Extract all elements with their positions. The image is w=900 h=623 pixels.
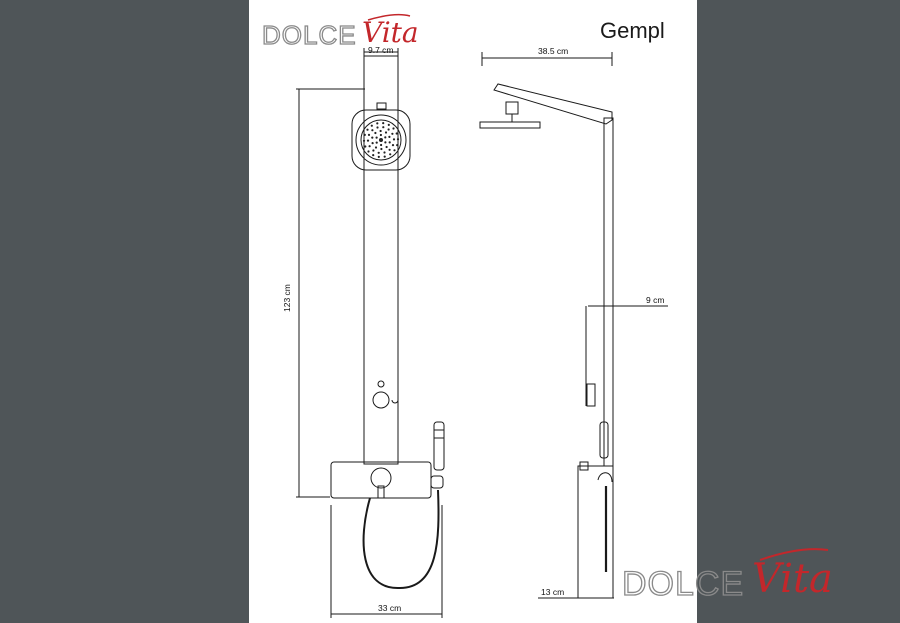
logo-bottom-dolce: DOLCE <box>622 565 744 603</box>
diverter-symbol <box>378 381 384 387</box>
nozzle-dot <box>363 133 366 136</box>
nozzle-dot <box>384 136 387 139</box>
nozzle-dot <box>368 145 371 148</box>
nozzle-dot <box>376 122 379 125</box>
logo-top-vita: Vita <box>362 16 419 49</box>
head-bracket <box>377 103 386 109</box>
nozzle-dot <box>371 129 374 132</box>
nozzle-dot <box>392 127 395 130</box>
nozzle-dot <box>379 129 382 133</box>
hand-shower-side <box>600 422 608 458</box>
diverter-knob <box>373 392 389 408</box>
nozzle-dot <box>388 148 391 151</box>
head-joint <box>506 102 518 114</box>
label-base-depth: 13 cm <box>541 587 564 597</box>
nozzle-dot <box>396 144 399 147</box>
nozzle-dot <box>388 141 391 144</box>
nozzle-dot <box>367 150 370 153</box>
nozzle-dot <box>391 132 394 135</box>
nozzle-dot <box>382 122 385 125</box>
shower-nozzles <box>362 122 400 158</box>
mixer-lever <box>378 486 384 498</box>
front-base <box>331 462 431 498</box>
nozzle-dot <box>371 136 374 139</box>
logo-bottom: DOLCE Vita <box>621 549 833 604</box>
front-view <box>296 48 444 618</box>
label-height: 123 cm <box>282 284 292 312</box>
nozzle-dot <box>374 146 378 149</box>
logo-top: DOLCE Vita <box>261 15 419 51</box>
nozzle-dot <box>387 123 390 126</box>
nozzle-dot <box>375 136 378 139</box>
logo-top-dolce: DOLCE <box>262 20 357 50</box>
front-column <box>364 56 398 464</box>
nozzle-dot <box>371 142 374 145</box>
nozzle-dot <box>383 151 386 154</box>
nozzle-dot <box>379 133 382 137</box>
shower-arm <box>493 83 613 125</box>
nozzle-dot <box>392 138 396 141</box>
shower-head-front <box>352 110 410 170</box>
nozzle-dot <box>367 133 371 136</box>
nozzle-dot <box>380 147 383 151</box>
nozzle-dot <box>388 135 391 138</box>
logo-bottom-vita: Vita <box>752 556 833 602</box>
nozzle-dot <box>380 143 383 147</box>
logo-top-swoosh <box>368 15 410 20</box>
nozzle-dot <box>393 149 396 152</box>
nozzle-dot <box>377 155 380 158</box>
side-base <box>578 466 613 598</box>
side-hose-loop <box>598 473 612 482</box>
nozzle-dot <box>374 131 377 135</box>
label-handset-offset: 9 cm <box>646 295 664 305</box>
mixer-knob <box>371 468 391 488</box>
logo-bottom-swoosh <box>760 549 828 560</box>
drawing-sheet <box>249 0 697 623</box>
nozzle-dot <box>395 132 398 135</box>
nozzle-dot <box>379 138 383 142</box>
label-base-width: 33 cm <box>378 603 401 613</box>
nozzle-dot <box>376 126 379 129</box>
nozzle-dot <box>396 138 400 141</box>
nozzle-dot <box>366 128 369 131</box>
nozzle-dot <box>362 139 366 142</box>
label-arm-length: 38.5 cm <box>538 46 568 56</box>
side-base-cap <box>580 462 588 470</box>
label-column-width: 9.7 cm <box>368 45 394 55</box>
nozzle-dot <box>383 155 386 158</box>
shower-hose-front <box>364 490 439 588</box>
nozzle-dot <box>372 154 375 157</box>
model-name: Gempl <box>600 18 665 43</box>
nozzle-dot <box>384 141 387 144</box>
nozzle-dot <box>387 128 390 131</box>
hand-shower-front <box>434 422 444 470</box>
nozzle-dot <box>391 144 395 147</box>
nozzle-dot <box>382 126 385 129</box>
nozzle-dot <box>364 145 367 148</box>
nozzle-dot <box>384 131 388 134</box>
shower-head-ring <box>361 120 401 160</box>
nozzle-dot <box>389 153 392 156</box>
side-view <box>480 52 668 598</box>
side-column <box>604 118 613 466</box>
nozzle-dot <box>375 141 378 144</box>
nozzle-dot <box>377 151 380 154</box>
nozzle-dot <box>385 145 388 149</box>
nozzle-dot <box>370 124 373 127</box>
hose-connector <box>431 476 443 488</box>
shower-head-face <box>356 115 406 165</box>
nozzle-dot <box>372 149 375 152</box>
side-diverter <box>587 384 595 406</box>
diverter-indicator <box>392 400 398 403</box>
shower-head-side <box>480 122 540 128</box>
nozzle-dot <box>366 139 370 142</box>
